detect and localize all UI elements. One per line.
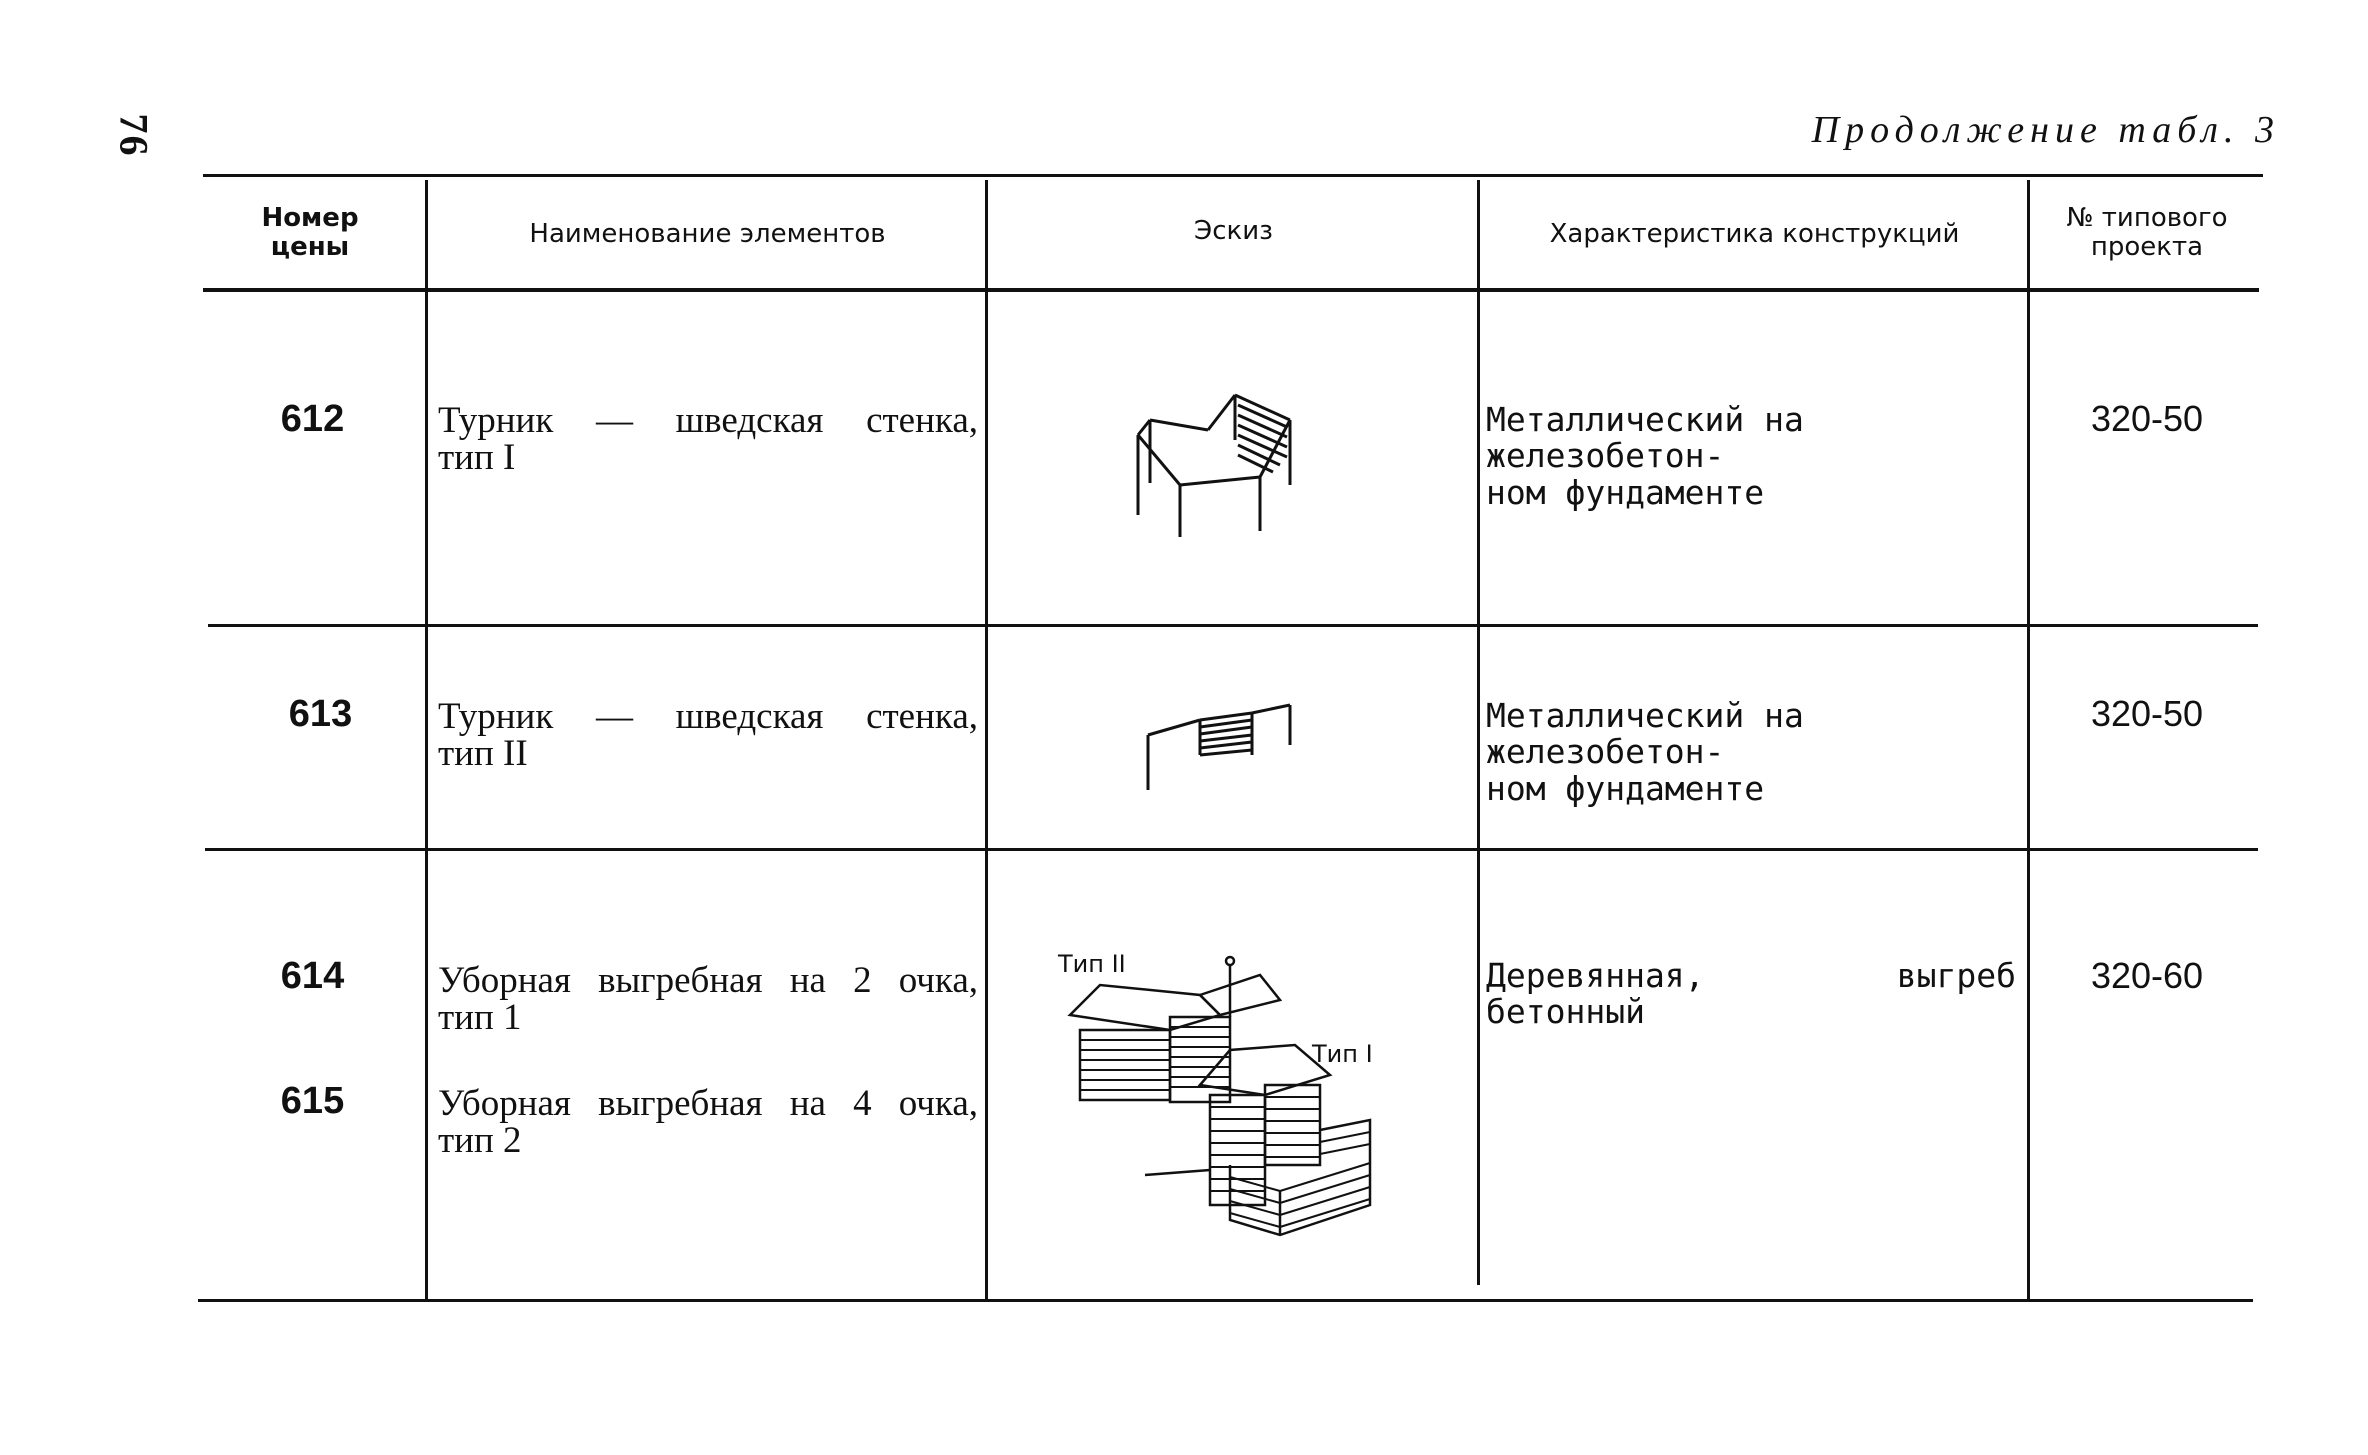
- header-bottom-rule: [203, 288, 2259, 292]
- price-number-615: 615: [280, 1080, 345, 1122]
- header-sketch: Эскиз: [1194, 216, 1273, 246]
- swedish-wall-type1-sketch: [1130, 385, 1300, 545]
- characteristic-line-2: ном фундаменте: [1486, 472, 1765, 512]
- element-name-line-2: тип 1: [438, 997, 522, 1038]
- header-characteristic: Характеристика конструкций: [1549, 219, 1960, 249]
- characteristic-614: Деревянная, выгреб бетонный: [1486, 956, 2016, 1032]
- column-line-2: [985, 180, 988, 1300]
- element-name-line-1: Турник — шведская стенка,: [438, 696, 978, 737]
- element-name-line-1: Уборная выгребная на 2 очка,: [438, 960, 978, 1001]
- price-number-613: 613: [288, 693, 353, 735]
- sketch-label-type1: Тип I: [1312, 1040, 1373, 1068]
- header-element-name: Наименование элементов: [529, 219, 886, 249]
- project-number-614: 320-60: [2090, 955, 2204, 996]
- characteristic-line-1: Деревянная, выгреб бетонный: [1486, 956, 2016, 1032]
- characteristic-612: Металлический на железобетон- ном фундам…: [1486, 400, 2026, 512]
- project-number-613: 320-50: [2090, 693, 2204, 734]
- header-project: № типового проекта: [2066, 203, 2228, 262]
- price-number-614: 614: [280, 955, 345, 997]
- row-divider-2: [205, 848, 2258, 851]
- characteristic-line-1: Металлический на железобетон-: [1486, 400, 1804, 476]
- row-divider-1: [208, 624, 2258, 627]
- table-continuation-title: Продолжение табл. 3: [1811, 109, 2280, 151]
- column-line-3: [1477, 180, 1480, 1285]
- project-number-612: 320-50: [2090, 398, 2204, 439]
- table-top-rule: [203, 174, 2263, 177]
- element-name-line-2: тип I: [438, 437, 516, 478]
- element-name-612: Турник — шведская стенка, тип I: [438, 402, 978, 476]
- column-line-4: [2027, 180, 2030, 1300]
- swedish-wall-type2-sketch: [1140, 695, 1300, 795]
- element-name-line-2: тип 2: [438, 1120, 522, 1161]
- price-number-612: 612: [280, 398, 345, 440]
- table-bottom-rule: [198, 1299, 2253, 1302]
- element-name-615: Уборная выгребная на 4 очка, тип 2: [438, 1085, 978, 1159]
- characteristic-line-2: ном фундаменте: [1486, 768, 1765, 808]
- element-name-line-2: тип II: [438, 733, 528, 774]
- characteristic-line-1: Металлический на железобетон-: [1486, 696, 1804, 772]
- column-line-1: [425, 180, 428, 1300]
- characteristic-613: Металлический на железобетон- ном фундам…: [1486, 696, 2026, 808]
- outhouse-sketch: [1050, 945, 1390, 1245]
- element-name-line-1: Уборная выгребная на 4 очка,: [438, 1083, 978, 1124]
- element-name-613: Турник — шведская стенка, тип II: [438, 698, 978, 772]
- header-price-number: Номер цены: [261, 203, 359, 262]
- sketch-label-type2: Тип II: [1058, 950, 1126, 978]
- element-name-614: Уборная выгребная на 2 очка, тип 1: [438, 962, 978, 1036]
- element-name-line-1: Турник — шведская стенка,: [438, 400, 978, 441]
- page-number: 76: [111, 113, 157, 158]
